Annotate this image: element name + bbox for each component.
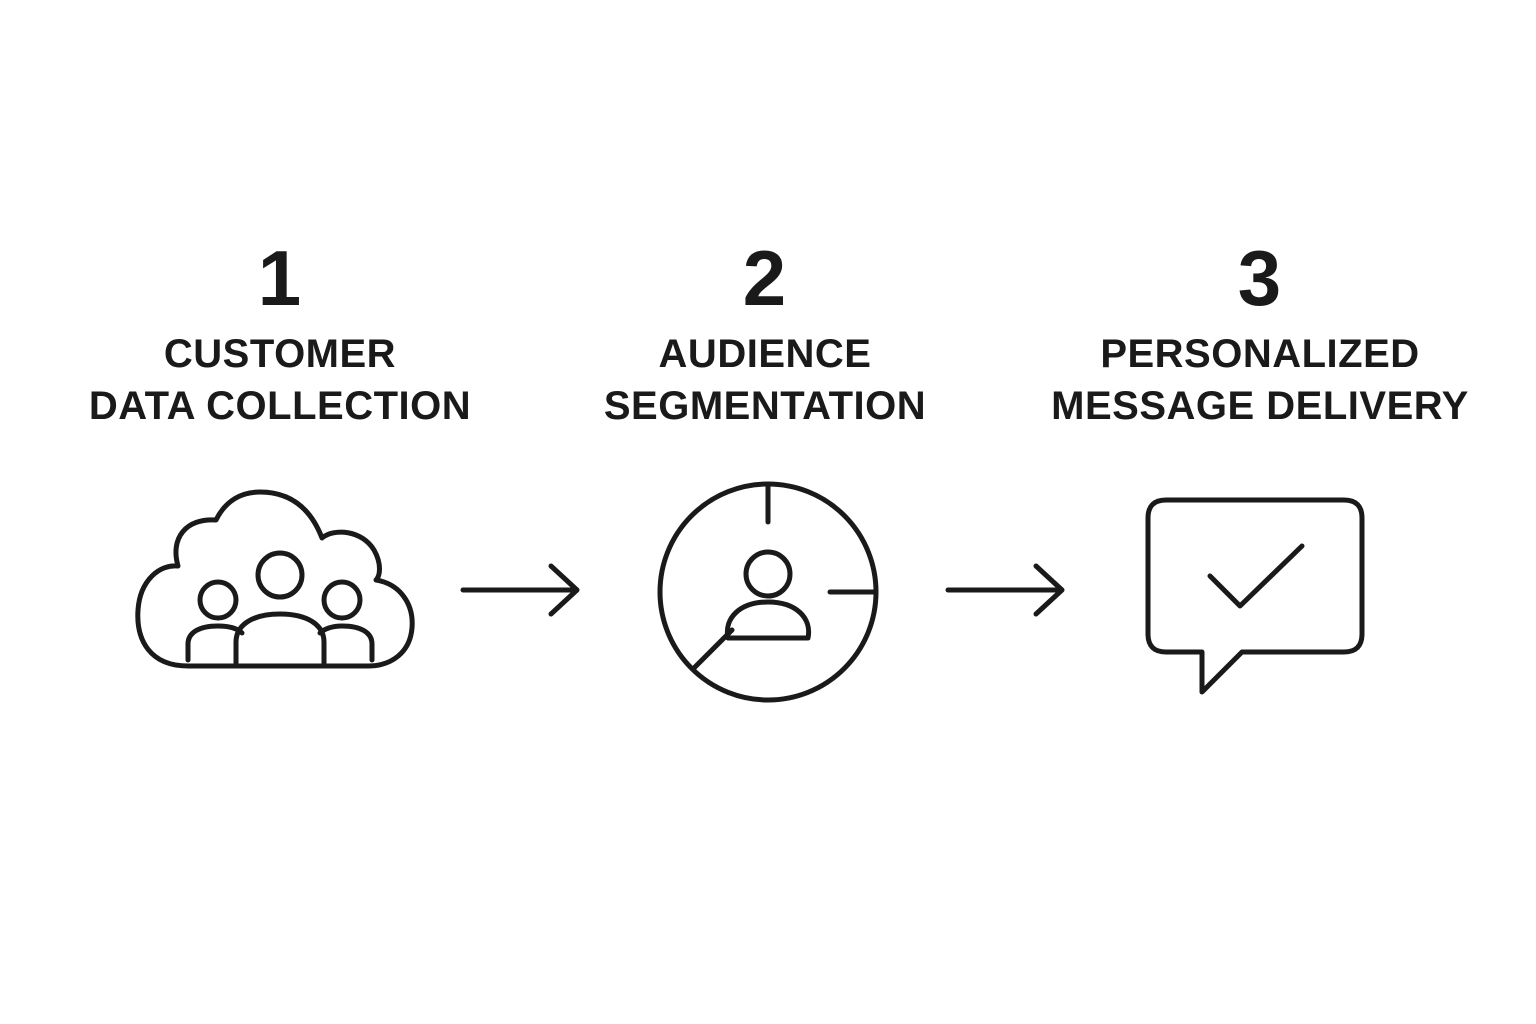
step-title-line-2: DATA COLLECTION [88, 384, 472, 428]
step-3: 3 PERSONALIZED MESSAGE DELIVERY [1030, 232, 1490, 432]
step-title-line-1: PERSONALIZED [1100, 332, 1420, 376]
step-title-line-1: CUSTOMER [163, 332, 397, 376]
arrow-right-icon [460, 563, 580, 617]
arrow-right-icon [945, 563, 1065, 617]
cloud-users-icon [135, 489, 415, 669]
step-title-line-2: SEGMENTATION [603, 384, 927, 428]
step-title-line-1: AUDIENCE [658, 332, 872, 376]
chat-check-icon [1145, 497, 1365, 695]
step-number: 2 [742, 234, 788, 322]
step-number: 1 [257, 234, 303, 322]
step-title-line-2: MESSAGE DELIVERY [1051, 384, 1469, 428]
step-number: 3 [1237, 234, 1283, 322]
target-user-icon [657, 481, 879, 703]
step-2: 2 AUDIENCE SEGMENTATION [535, 232, 995, 432]
step-1: 1 CUSTOMER DATA COLLECTION [50, 232, 510, 432]
